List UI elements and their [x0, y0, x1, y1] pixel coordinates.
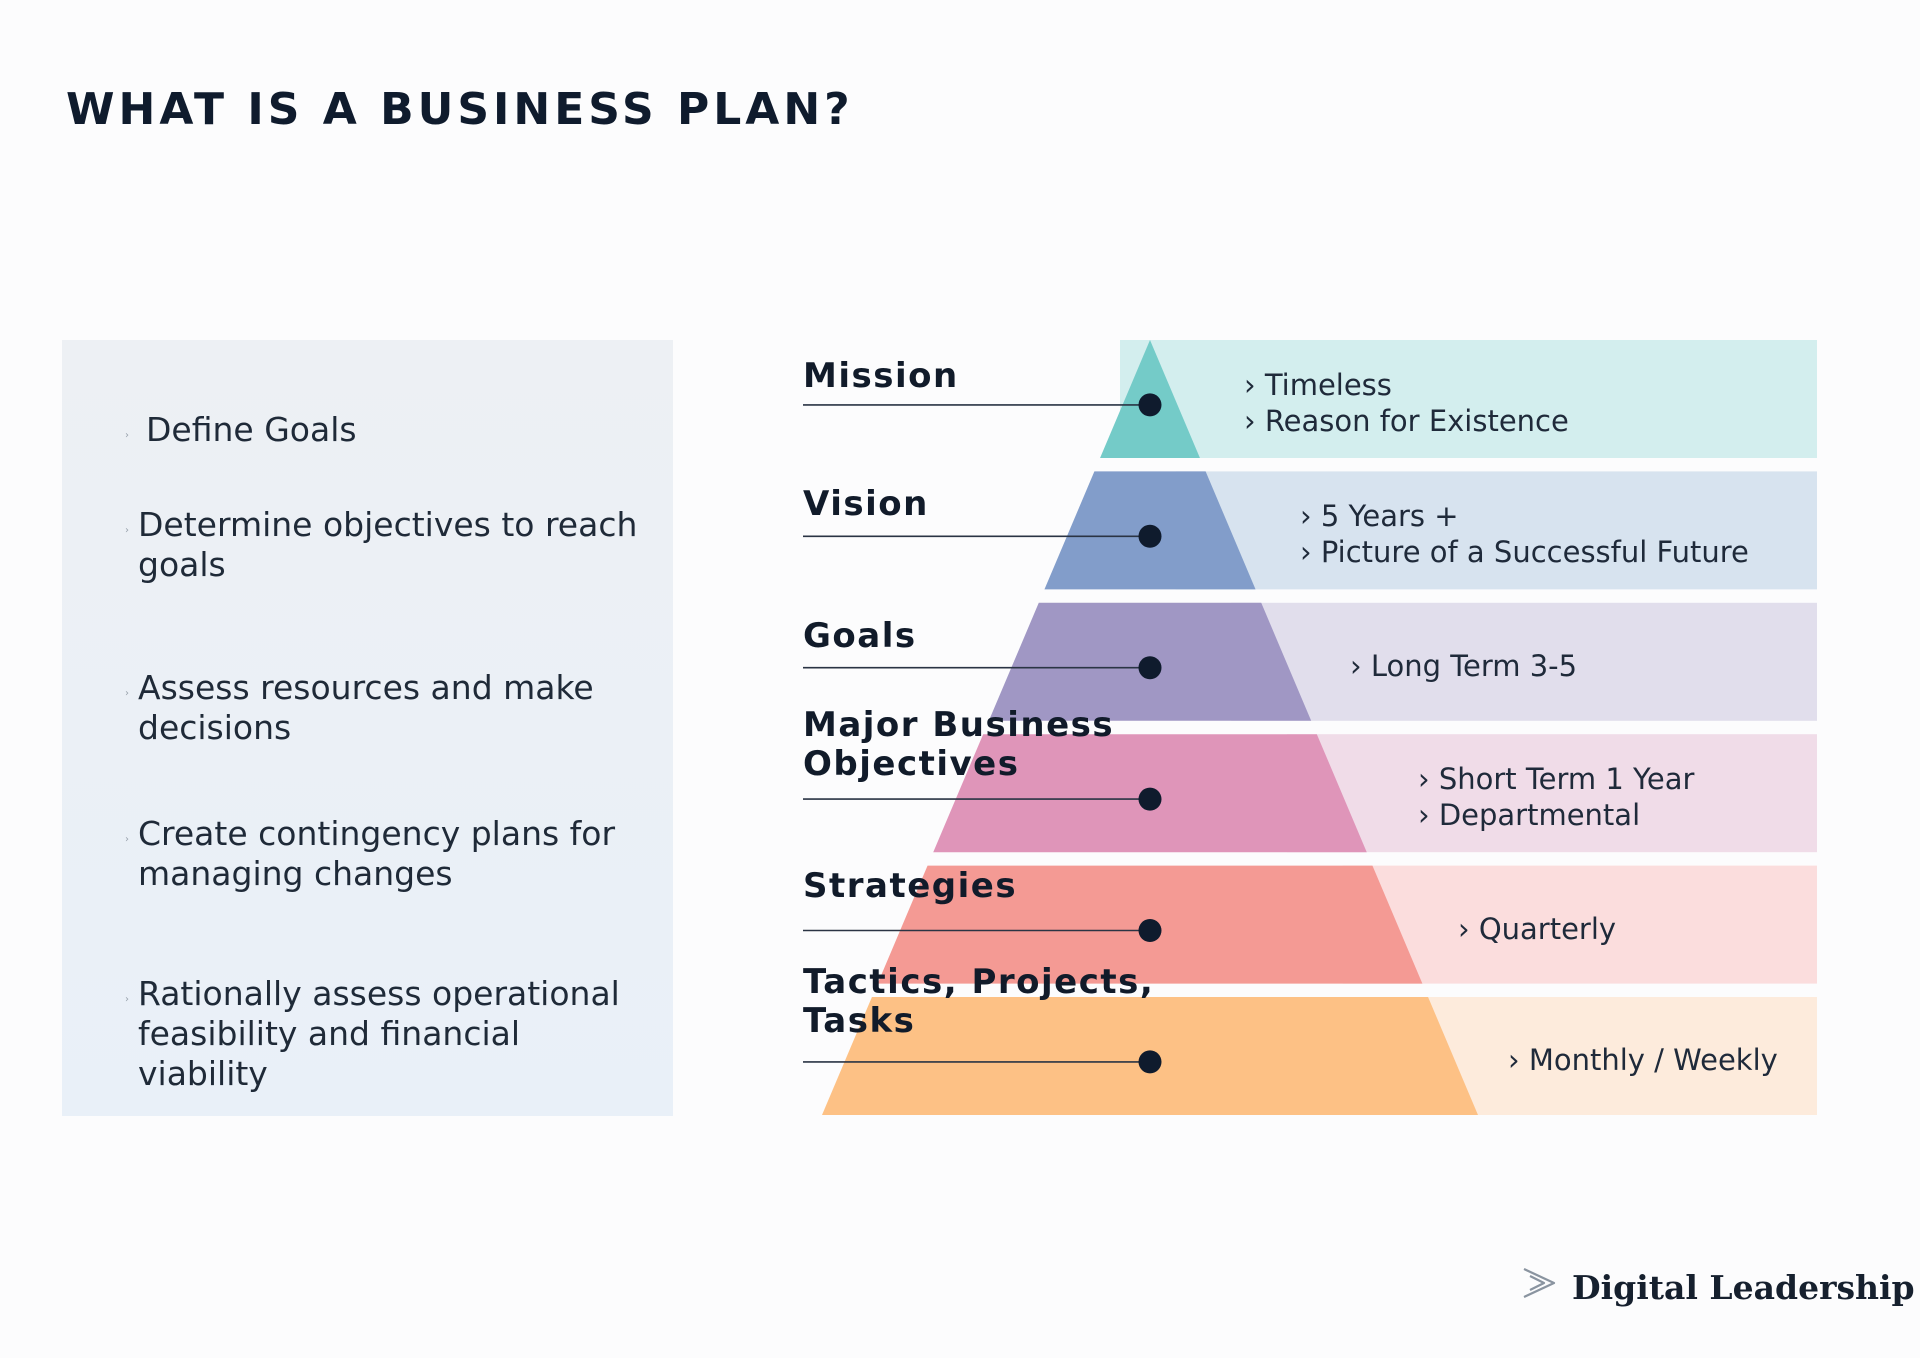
level-label: Strategies — [803, 866, 1018, 906]
chevron-arrow-icon — [1523, 1268, 1556, 1298]
connector-dot — [1138, 656, 1162, 680]
detail-band — [1286, 734, 1817, 853]
level-description: › 5 Years +› Picture of a Successful Fut… — [1300, 498, 1749, 570]
detail-bands — [1120, 340, 1817, 1115]
bullet-marker-icon: › — [125, 430, 129, 441]
bullet-item: › Assess resources and make decisions — [125, 668, 594, 747]
description-line: › Long Term 3-5 — [1350, 648, 1578, 683]
level-description: › Long Term 3-5 — [1350, 648, 1577, 684]
purpose-panel: › Define Goals › Determine objectives to… — [62, 340, 673, 1116]
brand-name: Digital Leadership — [1572, 1268, 1915, 1307]
detail-band — [1231, 602, 1817, 721]
description-line: › Monthly / Weekly — [1508, 1043, 1778, 1077]
connector-lines — [803, 393, 1162, 1074]
description-line: › Timeless — [1244, 368, 1392, 402]
detail-band — [1120, 340, 1817, 458]
bullet-item: › Rationally assess operational feasibil… — [125, 974, 620, 1093]
bullet-item: › Create contingency plans for managing … — [125, 814, 616, 893]
level-description: › Monthly / Weekly — [1508, 1042, 1778, 1078]
bullet-marker-icon: › — [125, 834, 129, 845]
page-title: WHAT IS A BUSINESS PLAN? — [66, 84, 854, 135]
connector-dot — [1138, 787, 1162, 811]
detail-band — [1175, 471, 1817, 590]
level-label: Goals — [803, 616, 917, 656]
level-label: Major Business Objectives — [803, 705, 1115, 784]
level-description: › Short Term 1 Year› Departmental — [1418, 761, 1694, 833]
bullet-marker-icon: › — [125, 525, 129, 536]
description-line: › Short Term 1 Year — [1418, 762, 1695, 797]
level-label: Mission — [803, 356, 959, 396]
connector-dot — [1138, 1050, 1162, 1074]
description-line: › 5 Years + — [1300, 499, 1459, 534]
bullet-marker-icon: › — [125, 994, 129, 1005]
level-description: › Quarterly — [1458, 911, 1616, 947]
connector-dot — [1138, 919, 1162, 942]
description-line: › Picture of a Successful Future — [1300, 535, 1749, 570]
connector-dot — [1138, 393, 1162, 417]
description-line: › Quarterly — [1458, 911, 1617, 946]
bullet-item: › Determine objectives to reach goals — [125, 505, 638, 584]
connector-dot — [1138, 524, 1162, 548]
level-description: › Timeless› Reason for Existence — [1244, 367, 1569, 439]
bullet-item: › Define Goals — [100, 410, 660, 450]
level-label: Tactics, Projects, Tasks — [803, 962, 1155, 1041]
description-line: › Departmental — [1418, 798, 1641, 833]
detail-band — [1342, 865, 1817, 984]
level-label: Vision — [803, 484, 929, 524]
bullet-marker-icon: › — [125, 688, 129, 699]
description-line: › Reason for Existence — [1244, 404, 1569, 438]
